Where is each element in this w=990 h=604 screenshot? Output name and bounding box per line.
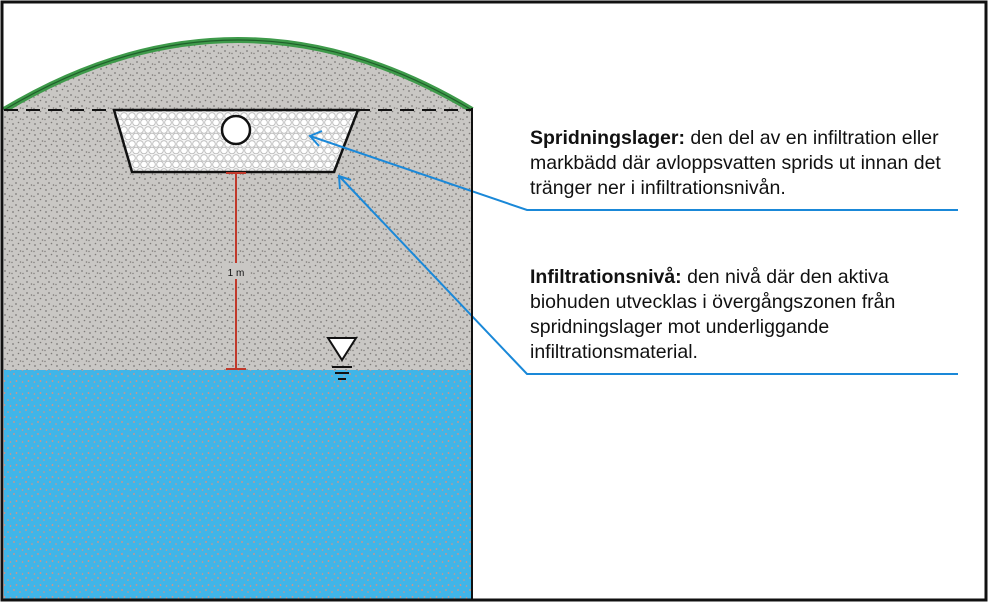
callout-spreading-layer: Spridningslager: den del av en infiltrat… — [530, 126, 960, 201]
callout-term: Infiltrationsnivå: — [530, 266, 682, 288]
grass-surface-edge — [3, 39, 473, 111]
depth-measure: 1 m — [222, 172, 250, 370]
callout-text: den nivå där den aktiva biohuden utveckl… — [530, 266, 896, 363]
leader-line-spreading — [308, 130, 958, 211]
leader-line-infiltration — [337, 174, 958, 375]
callout-text: den del av en infiltration eller markbäd… — [530, 127, 941, 199]
callout-term: Spridningslager: — [530, 127, 685, 149]
callout-infiltration-level: Infiltrationsnivå: den nivå där den akti… — [530, 265, 960, 365]
pipe-icon — [220, 114, 252, 146]
groundwater — [4, 370, 472, 600]
measure-label: 1 m — [228, 268, 245, 279]
water-table-symbol-icon — [326, 337, 358, 380]
